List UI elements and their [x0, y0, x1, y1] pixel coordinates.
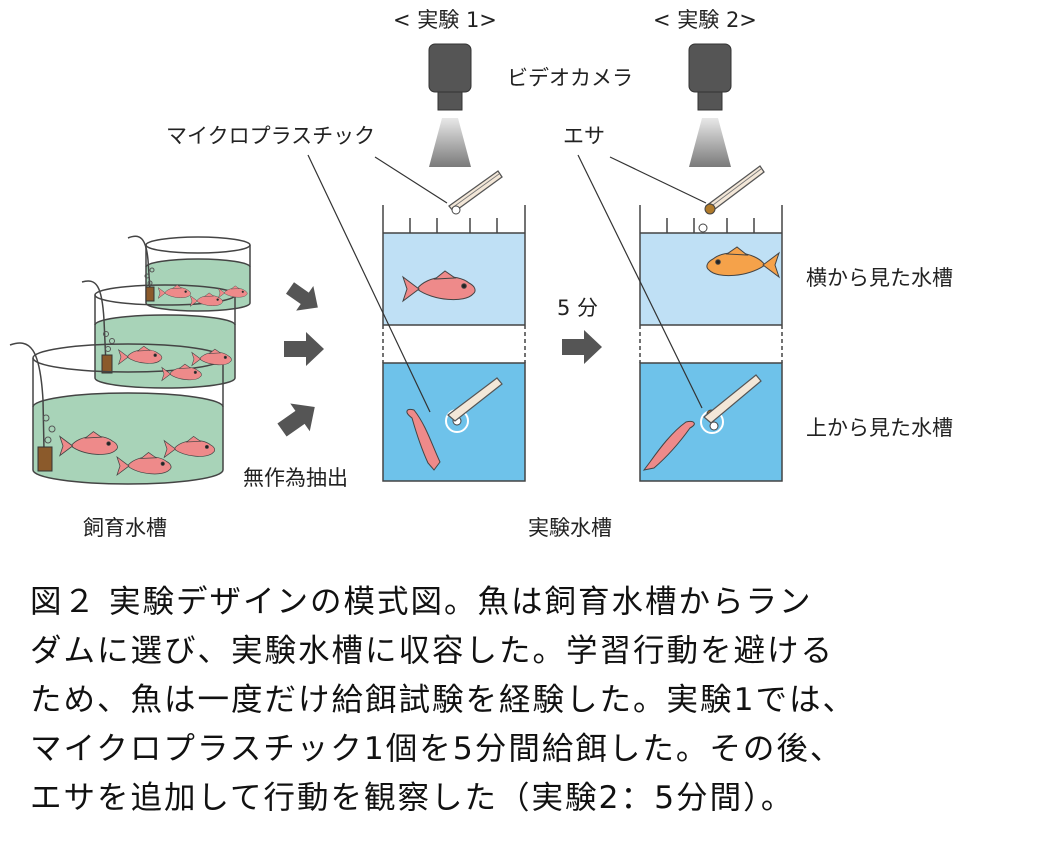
figure-caption: 図２ 実験デザインの模式図。魚は飼育水槽からラン ダムに選び、実験水槽に収容した… [30, 578, 1040, 823]
rearing-tank-small [127, 235, 251, 312]
video-camera-label: ビデオカメラ [507, 66, 633, 90]
microplastic-label: マイクロプラスチック [166, 124, 376, 148]
tweezers-1 [448, 170, 503, 215]
rearing-tank-large [9, 342, 224, 485]
feed-pointer-2 [609, 156, 707, 204]
top-view-label: 上から見た水槽 [806, 416, 953, 440]
experiment-tank-2 [639, 205, 783, 482]
top-view-fish-2 [642, 421, 695, 471]
extraction-arrows [277, 282, 324, 437]
feed-pointer [577, 154, 703, 409]
caption-line: エサを追加して行動を観察した（実験2：5分間）。 [30, 780, 795, 816]
rearing-tank-medium [81, 280, 236, 389]
random-extraction-label: 無作為抽出 [243, 466, 348, 490]
caption-line: マイクロプラスチック1個を5分間給餌した。その後、 [30, 731, 844, 767]
tweezers-2 [704, 165, 765, 215]
side-view-label: 横から見た水槽 [806, 266, 953, 290]
microplastic-pointer-2 [374, 156, 448, 204]
air-bubbles [42, 267, 155, 444]
experiment-2-label: < 実験 2> [653, 8, 757, 32]
microplastic-pointer [307, 154, 431, 413]
camera-2 [688, 43, 732, 167]
five-minute-arrow [562, 330, 602, 364]
feed-label: エサ [563, 124, 605, 148]
experiment-tank-1 [382, 205, 526, 482]
caption-line: 図２ 実験デザインの模式図。魚は飼育水槽からラン [30, 584, 813, 620]
caption-line: ダムに選び、実験水槽に収容した。学習行動を避ける [30, 633, 835, 669]
five-minutes-label: 5 分 [557, 296, 599, 320]
experiment-diagram [9, 43, 783, 485]
rearing-tank-label: 飼育水槽 [83, 516, 167, 540]
camera-1 [428, 43, 472, 167]
top-view-fish-1 [406, 409, 441, 471]
experiment-tank-label: 実験水槽 [528, 516, 612, 540]
caption-line: ため、魚は一度だけ給餌試験を経験した。実験1では、 [30, 682, 857, 718]
experiment-1-label: < 実験 1> [393, 8, 497, 32]
